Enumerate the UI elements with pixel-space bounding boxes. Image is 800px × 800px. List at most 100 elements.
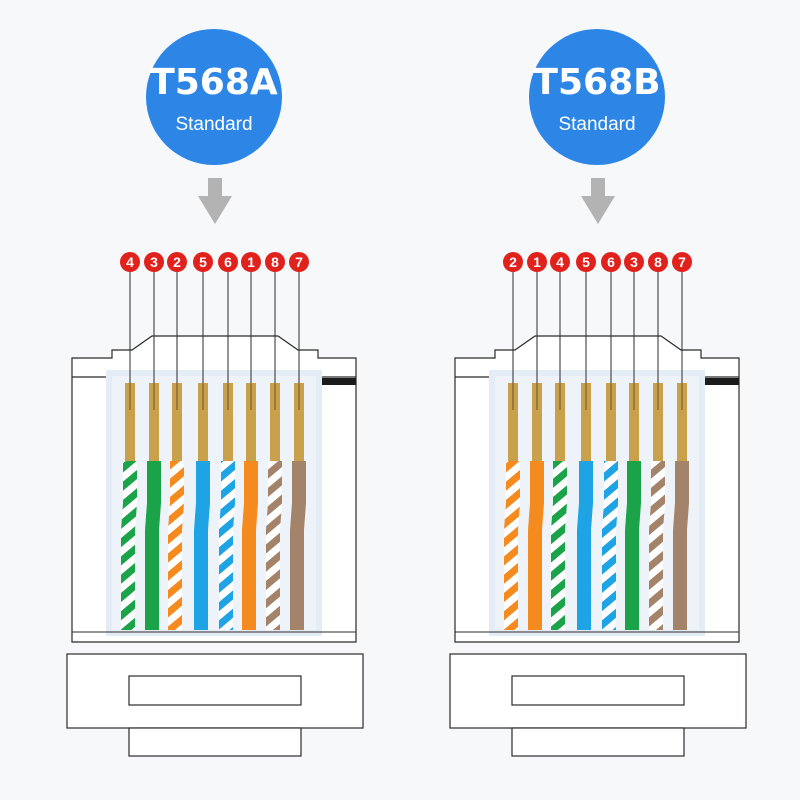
orange-wire [528,461,544,630]
pin-marker-circle [241,252,261,272]
green-wire [625,461,641,630]
brown-wire [290,461,306,630]
pin-marker: 3 [144,252,164,272]
orange-wire [242,461,258,630]
pin-marker: 4 [550,252,570,272]
pin-number: 4 [126,254,134,270]
pin-marker: 5 [193,252,213,272]
latch-slot [320,378,356,385]
pin-marker-circle [144,252,164,272]
standard-badge [529,29,665,165]
pin-marker-circle [289,252,309,272]
gold-contact [125,383,135,461]
gold-contact [653,383,663,461]
white-brown-wire [266,461,282,630]
contact-window-inner [112,376,316,630]
wire-3 [551,272,567,630]
pin-marker-circle [601,252,621,272]
wire-2 [145,272,161,630]
wire-5 [219,272,235,630]
blue-wire [577,461,593,630]
pin-marker: 2 [503,252,523,272]
gold-contact [606,383,616,461]
pin-marker: 7 [289,252,309,272]
pin-number: 7 [678,254,686,270]
pin-marker: 5 [576,252,596,272]
wire-group [121,272,306,630]
brown-wire [673,461,689,630]
pin-marker-circle [503,252,523,272]
gold-contact [677,383,687,461]
pin-number: 1 [247,254,255,270]
pin-marker: 1 [241,252,261,272]
pin-number: 8 [271,254,279,270]
gold-contact [149,383,159,461]
wire-2 [528,272,544,630]
pin-number: 2 [173,254,181,270]
boot-slot [128,675,302,706]
gold-contact [294,383,304,461]
wire-5 [602,272,618,630]
pin-marker-circle [527,252,547,272]
pin-marker-circle [624,252,644,272]
pin-marker: 1 [527,252,547,272]
gold-contact [581,383,591,461]
gold-contact [223,383,233,461]
pin-marker-circle [672,252,692,272]
pin-marker-circle [648,252,668,272]
pin-number: 5 [199,254,207,270]
down-arrow-icon [198,178,232,224]
white-brown-wire [649,461,665,630]
standard-subtitle: Standard [558,114,635,135]
standard-title: T568A [150,62,278,103]
standard-badge [146,29,282,165]
down-arrow-icon [581,178,615,224]
wire-1 [504,272,520,630]
wire-6 [625,272,641,630]
pin-marker-circle [193,252,213,272]
pin-marker-circle [218,252,238,272]
pin-number: 1 [533,254,541,270]
gold-contact [246,383,256,461]
plug-housing [449,335,747,757]
white-orange-wire [504,461,520,630]
pin-marker: 6 [218,252,238,272]
boot-slot [511,675,685,706]
pin-number: 2 [509,254,517,270]
blue-wire [194,461,210,630]
boot-tab [511,727,685,757]
pin-marker: 4 [120,252,140,272]
pin-number: 5 [582,254,590,270]
wire-6 [242,272,258,630]
pin-marker: 7 [672,252,692,272]
pin-marker: 8 [648,252,668,272]
pin-number: 6 [607,254,615,270]
wire-4 [194,272,210,630]
gold-contact [172,383,182,461]
pin-number: 4 [556,254,564,270]
gold-contact [270,383,280,461]
wire-4 [577,272,593,630]
pin-number: 8 [654,254,662,270]
white-green-wire [551,461,567,630]
pin-number: 6 [224,254,232,270]
wire-7 [649,272,665,630]
white-blue-wire [602,461,618,630]
pin-number: 7 [295,254,303,270]
white-green-wire [121,461,137,630]
pin-marker-circle [265,252,285,272]
pin-marker: 8 [265,252,285,272]
gold-contact [198,383,208,461]
pin-marker: 2 [167,252,187,272]
wire-7 [266,272,282,630]
standard-title: T568B [533,62,660,103]
green-wire [145,461,161,630]
pin-marker-circle [550,252,570,272]
pin-marker: 6 [601,252,621,272]
wire-3 [168,272,184,630]
